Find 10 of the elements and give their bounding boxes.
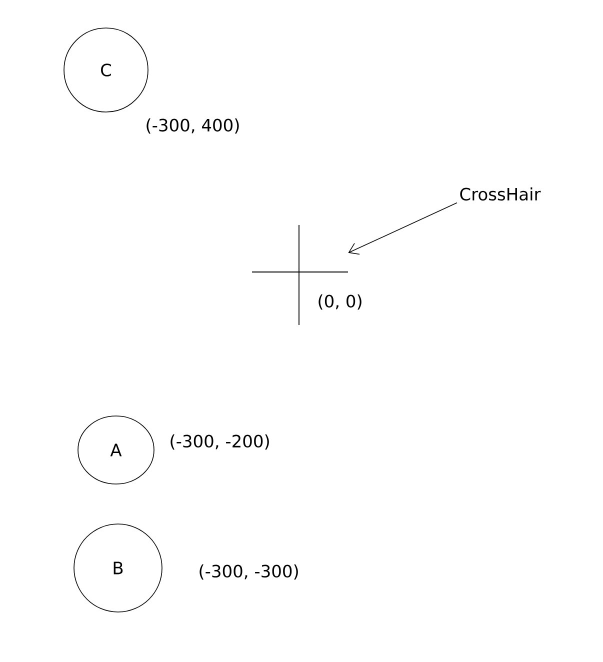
coordinate-label: (0, 0)	[318, 294, 362, 310]
crosshair-drawing	[252, 224, 348, 326]
circle-node: B	[74, 524, 162, 612]
coordinate-label: (-300, -300)	[200, 564, 298, 580]
circle-node: A	[78, 416, 154, 484]
circle-node: C	[64, 28, 148, 112]
arrow	[348, 202, 458, 255]
coordinate-label: (-300, 400)	[146, 118, 239, 134]
coordinate-label: (-300, -200)	[170, 434, 269, 450]
label-text: CrossHair	[460, 187, 541, 201]
